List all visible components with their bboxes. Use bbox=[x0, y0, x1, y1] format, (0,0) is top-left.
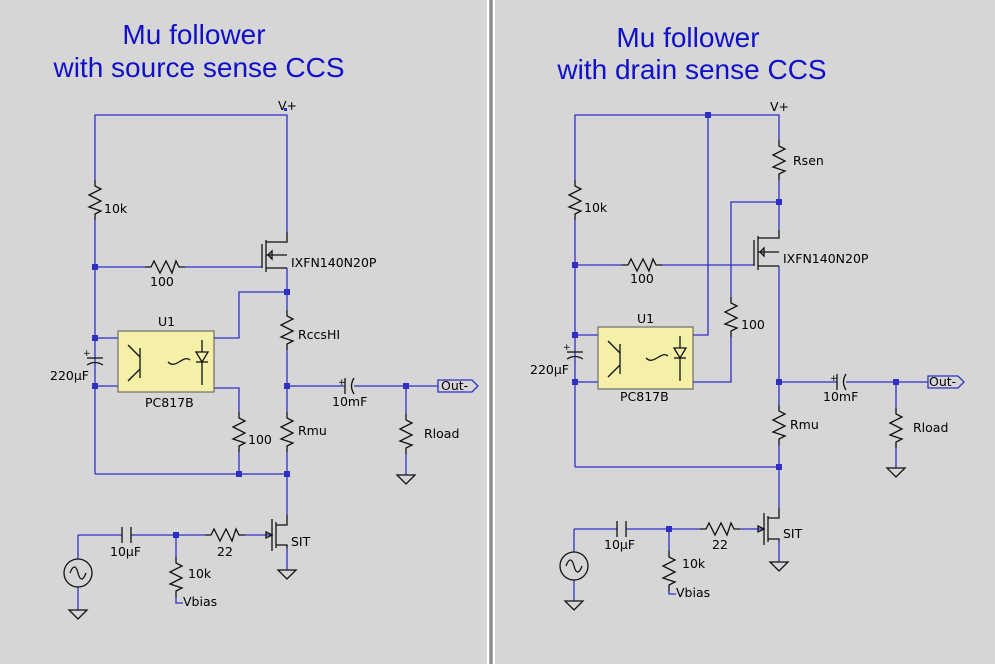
right-mosfet bbox=[753, 230, 780, 270]
left-cap-bypass-label: 220µF bbox=[50, 368, 89, 383]
left-out-label: Out- bbox=[441, 378, 468, 393]
right-resistor-rmu bbox=[772, 404, 786, 446]
left-r-top-label: 10k bbox=[104, 201, 128, 216]
left-ground-load bbox=[396, 474, 416, 485]
right-wires bbox=[573, 114, 928, 601]
left-cap-in-label: 10µF bbox=[110, 544, 141, 559]
left-junctions bbox=[92, 108, 409, 538]
left-mosfet bbox=[261, 232, 288, 272]
right-sit-label: SIT bbox=[783, 526, 803, 541]
left-cap-out-label: 10mF bbox=[332, 394, 367, 409]
left-title-line2: with source sense CCS bbox=[52, 52, 344, 83]
right-output-capacitor: + bbox=[830, 373, 847, 391]
right-cap-bypass-label: 220µF bbox=[530, 362, 569, 377]
left-wires bbox=[77, 114, 438, 610]
left-input-capacitor bbox=[121, 527, 132, 543]
left-vbias-label: Vbias bbox=[183, 594, 217, 609]
left-r-mu-label: Rmu bbox=[298, 423, 327, 438]
left-resistor-22 bbox=[204, 528, 246, 542]
svg-text:+: + bbox=[563, 343, 571, 353]
right-resistor-gate bbox=[621, 258, 663, 272]
left-r-emitter-label: 100 bbox=[248, 432, 272, 447]
right-r-top-label: 10k bbox=[584, 200, 608, 215]
left-resistor-bias bbox=[169, 556, 183, 598]
right-resistor-10k-top bbox=[568, 179, 582, 221]
right-output-port bbox=[927, 375, 965, 389]
left-resistor-gate bbox=[144, 260, 186, 274]
right-input-capacitor bbox=[616, 521, 627, 537]
left-ic-ref: U1 bbox=[158, 314, 175, 329]
right-vbias-label: Vbias bbox=[676, 585, 710, 600]
left-schematic: Mu follower with source sense CCS bbox=[50, 19, 479, 620]
right-bypass-capacitor: + bbox=[563, 343, 584, 360]
svg-text:+: + bbox=[83, 349, 91, 359]
right-ic-part: PC817B bbox=[620, 389, 669, 404]
left-resistor-rload bbox=[399, 413, 413, 455]
right-ic-ref: U1 bbox=[637, 311, 654, 326]
right-resistor-bias bbox=[662, 550, 676, 592]
right-r-sen-label: Rsen bbox=[793, 153, 824, 168]
right-r-in-gate-label: 22 bbox=[712, 537, 728, 552]
right-cap-in-label: 10µF bbox=[604, 537, 635, 552]
left-output-port bbox=[437, 379, 479, 393]
right-junctions bbox=[572, 112, 899, 532]
right-vplus-label: V+ bbox=[770, 99, 789, 114]
left-r-ccs-label: RccsHI bbox=[298, 327, 340, 342]
left-r-load-label: Rload bbox=[424, 426, 459, 441]
svg-text:+: + bbox=[830, 374, 838, 384]
panel-divider bbox=[487, 0, 495, 664]
left-resistor-10k-top bbox=[88, 179, 102, 221]
right-out-label: Out- bbox=[929, 374, 956, 389]
left-mosfet-label: IXFN140N20P bbox=[291, 255, 377, 270]
right-schematic: Mu follower with drain sense CCS V+ bbox=[530, 22, 965, 611]
right-r-mu-label: Rmu bbox=[790, 417, 819, 432]
right-sit-transistor bbox=[757, 508, 780, 545]
left-sit-transistor bbox=[265, 515, 288, 551]
right-optocoupler bbox=[597, 326, 694, 390]
right-r-mid-label: 100 bbox=[741, 317, 765, 332]
right-title-line1: Mu follower bbox=[616, 22, 759, 53]
right-title-line2: with drain sense CCS bbox=[556, 54, 826, 85]
left-ground-sit bbox=[277, 569, 297, 580]
left-sit-label: SIT bbox=[291, 534, 311, 549]
left-resistor-emitter bbox=[232, 411, 246, 453]
svg-text:+: + bbox=[338, 378, 346, 388]
right-ground-source bbox=[564, 600, 584, 611]
right-resistor-22 bbox=[699, 522, 741, 536]
left-vplus-label: V+ bbox=[278, 98, 297, 113]
right-r-bias-label: 10k bbox=[682, 556, 706, 571]
left-r-gate-label: 100 bbox=[150, 274, 174, 289]
left-optocoupler bbox=[117, 330, 215, 393]
right-resistor-rsen bbox=[772, 139, 786, 181]
left-r-bias-label: 10k bbox=[188, 566, 212, 581]
left-title-line1: Mu follower bbox=[122, 19, 265, 50]
left-resistor-rmu bbox=[280, 411, 294, 453]
left-r-in-gate-label: 22 bbox=[217, 544, 233, 559]
left-resistor-rccs bbox=[280, 309, 294, 351]
left-bypass-capacitor: + bbox=[83, 349, 104, 366]
right-ground-sit bbox=[769, 561, 789, 572]
right-ground-load bbox=[886, 467, 906, 478]
left-ic-part: PC817B bbox=[145, 395, 194, 410]
right-ac-source-icon bbox=[559, 551, 589, 581]
right-cap-out-label: 10mF bbox=[823, 389, 858, 404]
right-resistor-mid bbox=[724, 296, 738, 338]
left-output-capacitor: + bbox=[338, 377, 355, 395]
left-ground-source bbox=[68, 609, 88, 620]
right-resistor-rload bbox=[889, 407, 903, 449]
right-r-load-label: Rload bbox=[913, 420, 948, 435]
left-ac-source-icon bbox=[63, 558, 93, 588]
right-r-gate-label: 100 bbox=[630, 271, 654, 286]
right-mosfet-label: IXFN140N20P bbox=[783, 251, 869, 266]
